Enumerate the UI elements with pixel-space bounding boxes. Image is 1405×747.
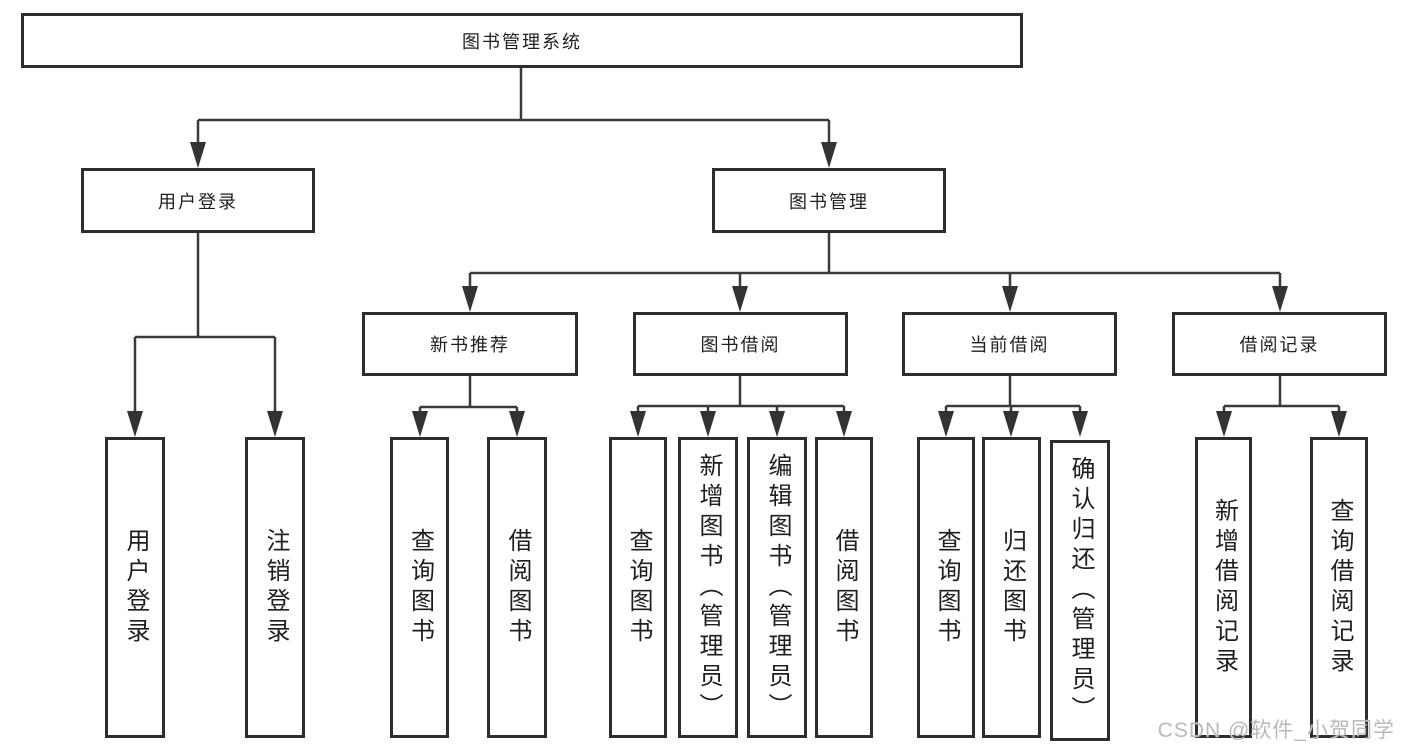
arrow-down-icon — [821, 142, 837, 168]
leaf-label: 查询图书 — [625, 527, 652, 648]
leaf-label: 新增借阅记录 — [1210, 497, 1238, 678]
node-book-management: 图书管理 — [712, 168, 946, 233]
arrow-down-icon — [1072, 411, 1088, 437]
arrow-down-icon — [1331, 411, 1347, 437]
arrow-down-icon — [700, 411, 716, 437]
arrow-down-icon — [769, 411, 785, 437]
leaf-query-borrow-record: 查询借阅记录 — [1310, 437, 1368, 738]
leaf-label: 查询图书 — [933, 527, 960, 648]
node-borrow-records: 借阅记录 — [1172, 312, 1387, 376]
leaf-return-book: 归还图书 — [982, 437, 1041, 738]
arrow-down-icon — [938, 411, 954, 437]
csdn-watermark: CSDN @软件_小贺同学 — [1157, 719, 1395, 742]
leaf-query-book-recommend: 查询图书 — [390, 437, 449, 738]
arrow-down-icon — [509, 411, 525, 437]
leaf-label: 新增图书（管理员） — [695, 452, 722, 723]
arrow-down-icon — [127, 411, 143, 437]
leaf-add-borrow-record: 新增借阅记录 — [1195, 437, 1252, 738]
leaf-label: 注销登录 — [262, 527, 289, 648]
node-user-login: 用户登录 — [81, 168, 315, 233]
node-current-borrow: 当前借阅 — [902, 312, 1117, 376]
leaf-label: 查询借阅记录 — [1326, 497, 1353, 678]
leaf-query-book-current: 查询图书 — [917, 437, 975, 738]
arrow-down-icon — [1002, 286, 1018, 312]
leaf-label: 编辑图书（管理员） — [764, 452, 791, 723]
arrow-down-icon — [462, 286, 478, 312]
node-new-book-recommend: 新书推荐 — [362, 312, 578, 376]
node-book-borrow: 图书借阅 — [633, 312, 848, 376]
arrow-down-icon — [190, 142, 206, 168]
leaf-logout: 注销登录 — [245, 437, 305, 738]
arrow-down-icon — [836, 411, 852, 437]
arrow-down-icon — [1003, 411, 1019, 437]
leaf-user-login: 用户登录 — [105, 437, 165, 738]
leaf-query-book-borrow: 查询图书 — [609, 437, 667, 738]
node-root: 图书管理系统 — [21, 13, 1023, 68]
leaf-label: 借阅图书 — [831, 527, 858, 648]
leaf-label: 查询图书 — [406, 527, 434, 648]
arrow-down-icon — [412, 411, 428, 437]
arrow-down-icon — [630, 411, 646, 437]
leaf-label: 借阅图书 — [504, 527, 531, 648]
leaf-edit-book-admin: 编辑图书（管理员） — [747, 437, 807, 738]
leaf-borrow-book-recommend: 借阅图书 — [487, 437, 547, 738]
leaf-add-book-admin: 新增图书（管理员） — [678, 437, 738, 738]
arrow-down-icon — [1216, 411, 1232, 437]
leaf-confirm-return-admin: 确认归还（管理员） — [1050, 440, 1110, 741]
leaf-label: 确认归还（管理员） — [1067, 455, 1094, 726]
arrow-down-icon — [1272, 286, 1288, 312]
leaf-label: 用户登录 — [122, 527, 149, 648]
arrow-down-icon — [732, 286, 748, 312]
leaf-label: 归还图书 — [998, 527, 1026, 648]
leaf-borrow-book: 借阅图书 — [815, 437, 873, 738]
arrow-down-icon — [267, 411, 283, 437]
